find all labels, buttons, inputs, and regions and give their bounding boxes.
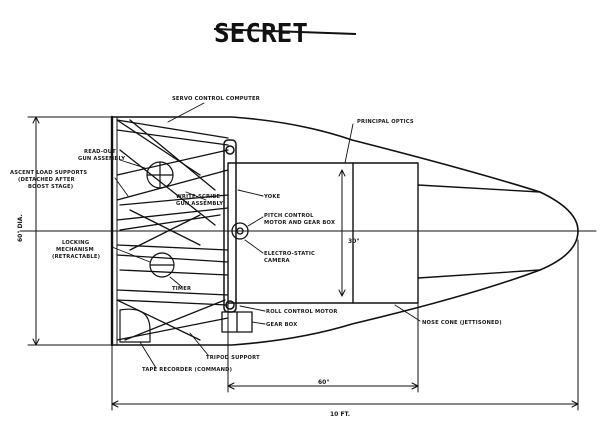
label-tripod-support: TRIPOD SUPPORT [206, 355, 260, 361]
length-dimensions [111, 239, 579, 411]
label-roll-control-motor: ROLL CONTROL MOTOR [266, 309, 338, 315]
label-write-scribe-2: GUN ASSEMBLY [176, 201, 223, 207]
label-write-scribe-1: WRITE-SCRIBE [176, 194, 221, 200]
label-tape-recorder: TAPE RECORDER (COMMAND) [142, 367, 232, 373]
pitch-control-motor [231, 222, 249, 240]
readout-gun-assembly [146, 161, 174, 189]
tape-recorder [119, 308, 151, 343]
label-pitch-control-2: MOTOR AND GEAR BOX [264, 220, 335, 226]
label-electro-static-1: ELECTRO-STATIC [264, 251, 315, 257]
label-gear-box: GEAR BOX [266, 322, 297, 328]
optics-height-dimension [338, 169, 346, 297]
label-servo-control-computer: SERVO CONTROL COMPUTER [172, 96, 260, 102]
label-ascent-load-1: ASCENT LOAD SUPPORTS [10, 170, 87, 176]
label-optics-length: 60" [318, 379, 329, 386]
label-principal-optics: PRINCIPAL OPTICS [357, 119, 414, 125]
leader-lines [111, 102, 421, 369]
label-electro-static-2: CAMERA [264, 258, 290, 264]
callout-labels: SERVO CONTROL COMPUTER PRINCIPAL OPTICS … [10, 96, 502, 418]
fairing-outline [111, 116, 579, 346]
label-optics-height: 30" [348, 238, 359, 245]
label-overall-length: 10 FT. [330, 411, 350, 418]
optics-box [227, 162, 541, 304]
locking-mechanism [149, 252, 175, 278]
diameter-dimension [27, 116, 113, 346]
roll-control-gear-box [221, 311, 253, 333]
strike-line [213, 28, 357, 35]
label-yoke: YOKE [263, 194, 281, 200]
label-ascent-load-3: BOOST STAGE) [28, 184, 73, 190]
label-ascent-load-2: (DETACHED AFTER [18, 177, 75, 183]
label-nose-cone: NOSE CONE (JETTISONED) [422, 320, 502, 326]
label-diameter: 60" DIA. [17, 214, 24, 242]
label-locking-2: MECHANISM [56, 247, 94, 253]
label-locking-1: LOCKING [62, 240, 89, 246]
truss-structure [116, 119, 229, 341]
label-readout-gun-2: GUN ASSEMBLY [78, 156, 125, 162]
label-pitch-control-1: PITCH CONTROL [264, 213, 314, 219]
classification-stamp: SECRET [213, 19, 357, 49]
label-locking-3: (RETRACTABLE) [52, 254, 100, 260]
classification-text: SECRET [214, 19, 308, 49]
label-readout-gun-1: READ-OUT [84, 149, 116, 155]
label-timer: TIMER [172, 286, 191, 292]
